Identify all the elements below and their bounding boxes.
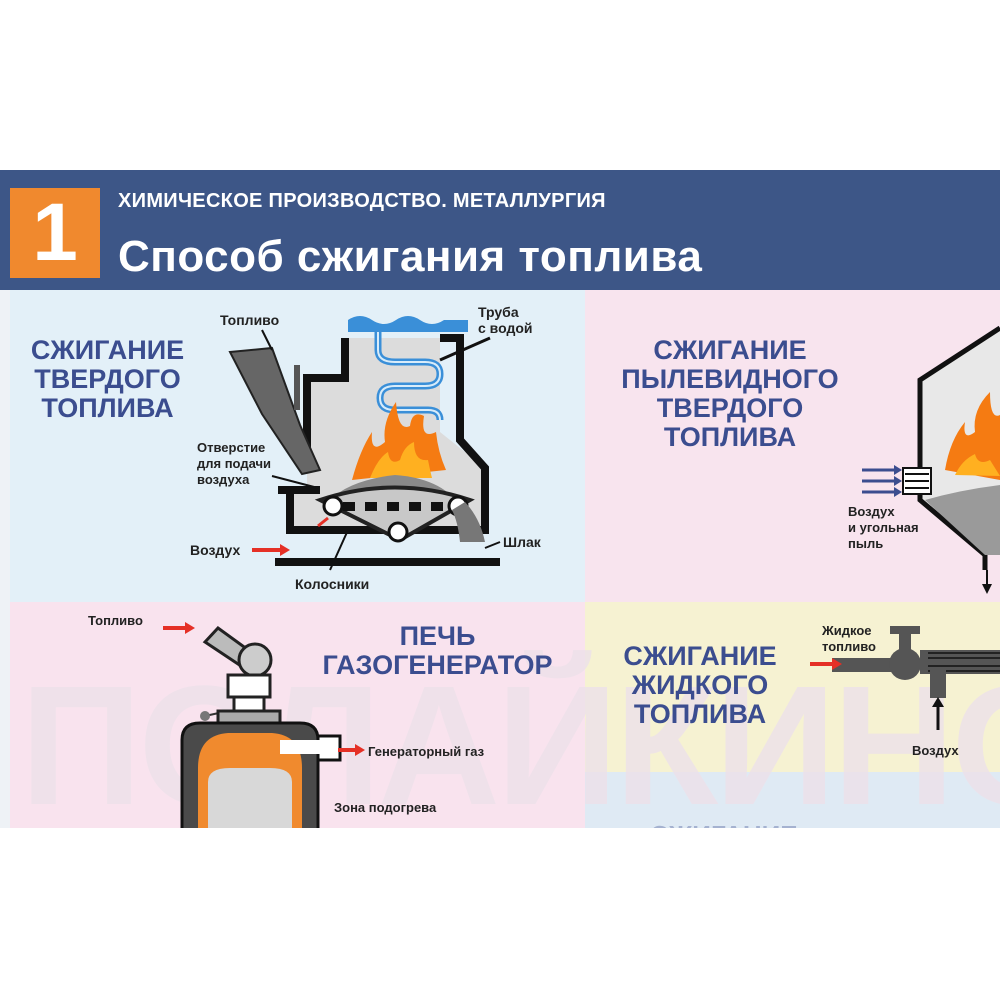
label-grates: Колосники — [295, 576, 370, 592]
header-bar: 1 ХИМИЧЕСКОЕ ПРОИЗВОДСТВО. МЕТАЛЛУРГИЯ С… — [0, 170, 1000, 290]
section-number: 1 — [10, 188, 100, 278]
solid-fuel-furnace-diagram — [228, 316, 501, 571]
label-generator-gas: Генераторный газ — [368, 744, 485, 759]
label-liquid-fuel: Жидкое топливо — [822, 623, 876, 654]
label-air-coal-dust: Воздух и угольная пыль — [848, 504, 919, 551]
label-liquid-air: Воздух — [912, 743, 959, 758]
label-gasgen-fuel: Топливо — [88, 613, 143, 628]
label-slag: Шлак — [503, 534, 541, 550]
label-air-hole: Отверстие для подачи воздуха — [197, 440, 272, 487]
header-subtitle: ХИМИЧЕСКОЕ ПРОИЗВОДСТВО. МЕТАЛЛУРГИЯ — [118, 190, 606, 212]
liquid-burner-diagram — [810, 626, 1000, 730]
gas-generator-diagram — [163, 622, 365, 828]
label-preheat-zone: Зона подогрева — [334, 800, 437, 815]
heading-liquid-fuel: СЖИГАНИЕ ЖИДКОГО ТОПЛИВА — [623, 641, 777, 729]
page-title: Способ сжигания топлива — [118, 232, 703, 281]
next-panel-heading: СЖИГАНИЕ — [650, 820, 798, 828]
pulverized-burner-diagram — [862, 325, 1000, 594]
label-air: Воздух — [190, 542, 241, 558]
heading-solid-fuel: СЖИГАНИЕ ТВЕРДОГО ТОПЛИВА — [30, 335, 185, 423]
label-water-pipe: Труба с водой — [478, 304, 533, 336]
heading-pulverized-fuel: СЖИГАНИЕ ПЫЛЕВИДНОГО ТВЕРДОГО ТОПЛИВА — [621, 335, 839, 452]
label-fuel: Топливо — [220, 312, 280, 328]
heading-gas-generator: ПЕЧЬ ГАЗОГЕНЕРАТОР — [322, 621, 553, 680]
panel-next — [585, 772, 1000, 828]
poster: ПОЛАЙКИНО 1 ХИМИЧЕСКОЕ ПРОИЗВОДСТВО. МЕТ… — [0, 170, 1000, 828]
